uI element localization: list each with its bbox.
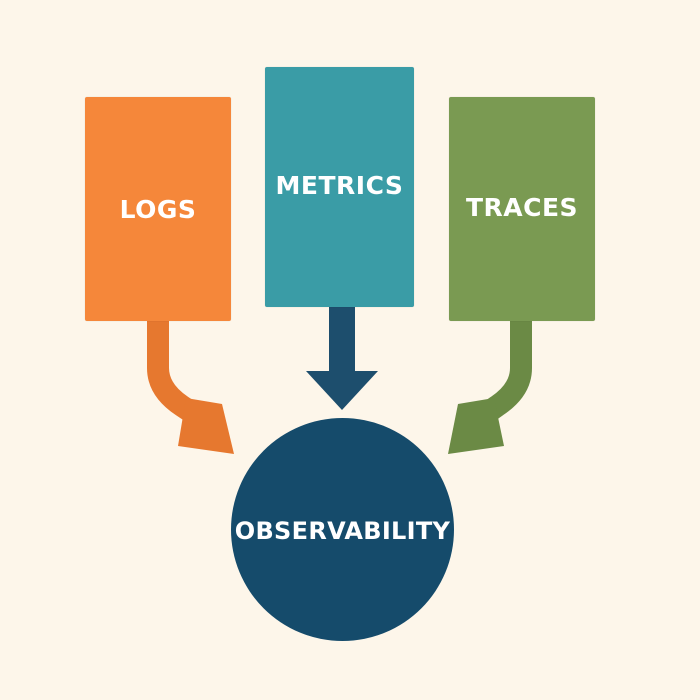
- logs-arrow: [147, 321, 207, 428]
- logs-arrowhead: [178, 398, 234, 454]
- traces-arrow: [473, 321, 532, 427]
- logs-label: LOGS: [119, 194, 197, 224]
- metrics-label: METRICS: [275, 171, 404, 200]
- traces-label: TRACES: [465, 193, 579, 222]
- logs-box: LOGS: [85, 97, 231, 321]
- traces-arrowhead: [448, 398, 504, 454]
- observability-label: OBSERVABILITY: [234, 516, 451, 545]
- traces-box: TRACES: [449, 97, 595, 321]
- metrics-arrowhead: [306, 371, 378, 410]
- observability-circle: OBSERVABILITY: [231, 418, 454, 641]
- metrics-box: METRICS: [265, 67, 414, 307]
- metrics-arrow: [329, 307, 355, 373]
